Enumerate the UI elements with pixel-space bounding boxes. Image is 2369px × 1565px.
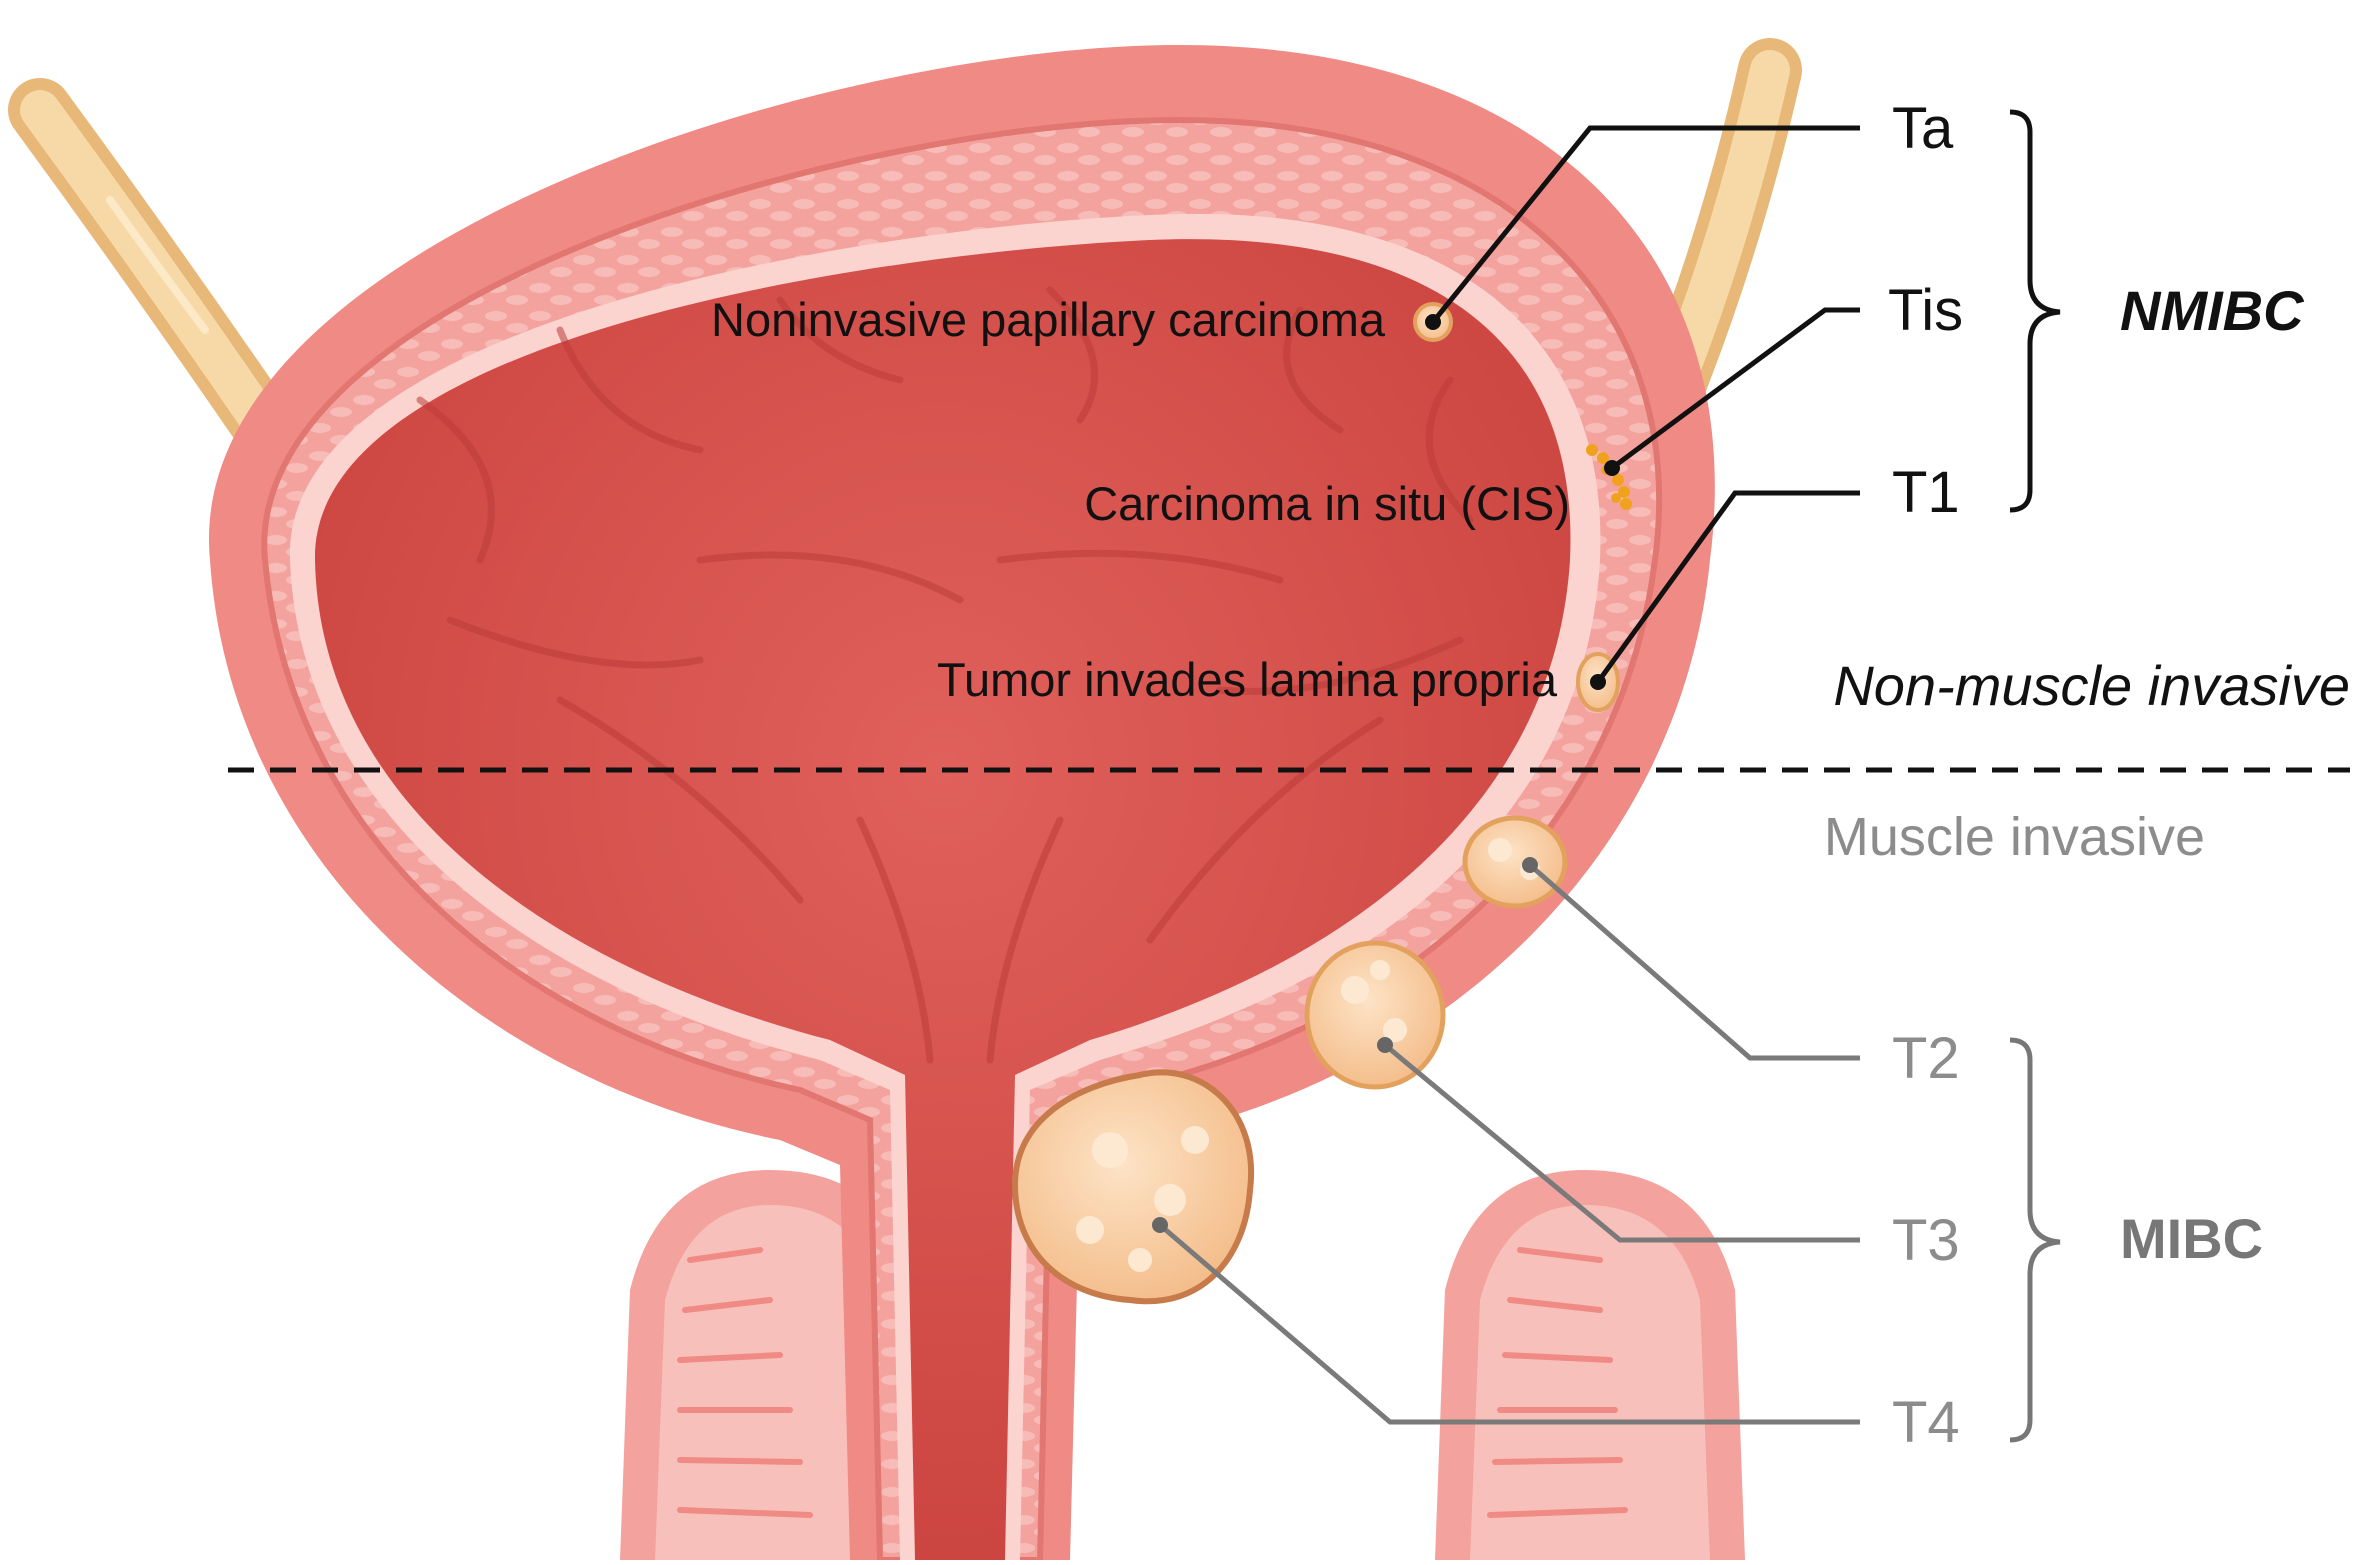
stage-t2-label: T2 bbox=[1892, 1026, 1960, 1091]
t2-leader-line bbox=[1528, 863, 1860, 1061]
left-ureter bbox=[8, 78, 292, 452]
t2-tumor bbox=[1462, 815, 1568, 909]
mibc-leader-lines bbox=[1158, 863, 1860, 1425]
stage-tis-label: Tis bbox=[1888, 278, 1963, 343]
muscle-invasive-label: Muscle invasive bbox=[1824, 807, 2205, 867]
t4-leader-line bbox=[1158, 1223, 1860, 1425]
tis-leader-line bbox=[1610, 307, 1860, 471]
mibc-group-label: MIBC bbox=[2120, 1207, 2263, 1270]
t1-description: Tumor invades lamina propria bbox=[937, 653, 1558, 706]
mibc-brace bbox=[2009, 1037, 2061, 1443]
tis-description: Carcinoma in situ (CIS) bbox=[1084, 477, 1570, 530]
lumen-folds bbox=[416, 286, 1474, 1064]
bladder bbox=[208, 45, 1715, 1563]
ta-description: Noninvasive papillary carcinoma bbox=[711, 293, 1386, 346]
stage-ta-label: Ta bbox=[1892, 96, 1954, 161]
t3-leader-line bbox=[1383, 1043, 1860, 1243]
nmibc-group-label: NMIBC bbox=[2120, 279, 2305, 342]
ta-leader-line bbox=[1431, 125, 1860, 324]
cis-lesion bbox=[1586, 444, 1632, 510]
t1-leader-line bbox=[1595, 490, 1860, 684]
prostate bbox=[620, 1170, 1745, 1560]
non-muscle-invasive-label: Non-muscle invasive bbox=[1833, 654, 2350, 717]
stage-t3-label: T3 bbox=[1892, 1208, 1960, 1273]
nmibc-leader-lines bbox=[1431, 125, 1860, 684]
t4-tumor bbox=[1011, 1069, 1255, 1305]
stage-t4-label: T4 bbox=[1892, 1390, 1960, 1455]
t3-tumor bbox=[1304, 940, 1446, 1090]
bladder-lumen bbox=[314, 239, 1571, 1561]
stage-t1-label: T1 bbox=[1892, 460, 1960, 525]
nmibc-brace bbox=[2009, 109, 2061, 513]
